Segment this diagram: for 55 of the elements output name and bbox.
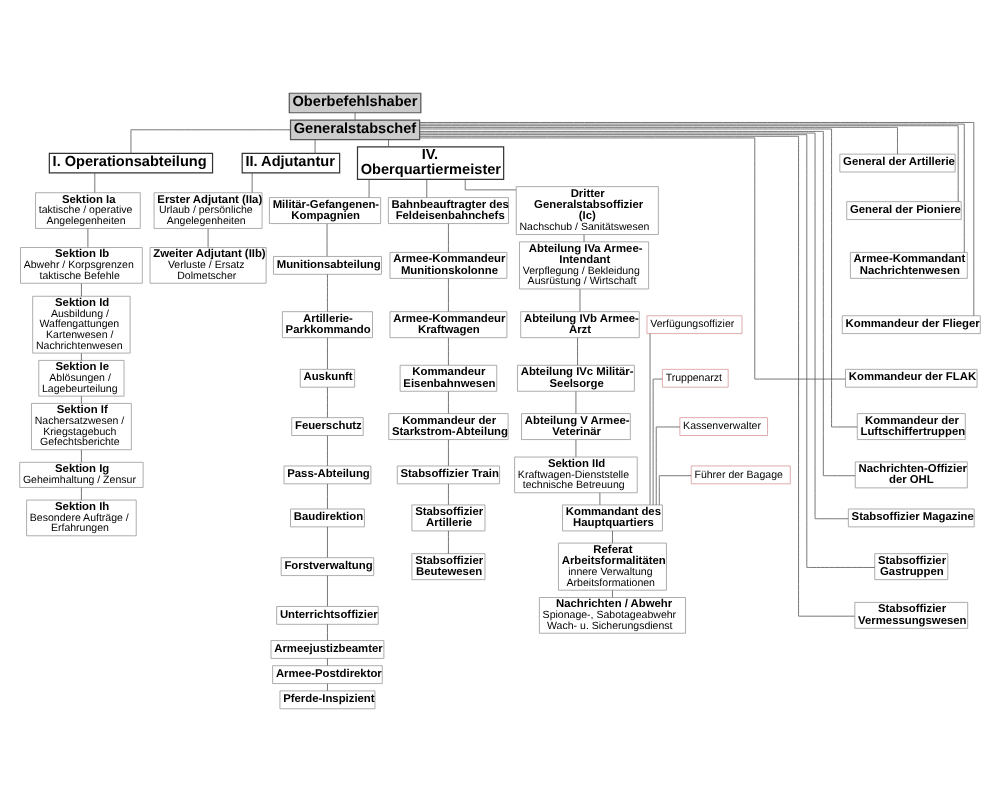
connector: [327, 683, 328, 692]
connector: [448, 483, 449, 506]
connector: [327, 435, 328, 467]
connector: [448, 337, 449, 366]
connector: [448, 278, 449, 312]
connector: [599, 492, 601, 506]
connector: [327, 526, 328, 558]
connector: [327, 623, 328, 641]
connector: [612, 530, 613, 544]
connector: [314, 139, 316, 154]
connector: [612, 590, 613, 598]
connector: [419, 137, 846, 380]
connector: [575, 391, 577, 414]
node-box: I. Operationsabteilung: [48, 152, 214, 174]
connector: [368, 179, 370, 198]
connector: [81, 395, 82, 404]
connector: [577, 337, 578, 366]
connector: [87, 228, 89, 248]
connector: [655, 426, 681, 506]
connector: [327, 274, 328, 312]
connector: [658, 475, 692, 506]
connector: [583, 234, 585, 243]
connector: [419, 126, 898, 155]
connector: [326, 223, 328, 257]
connector: [327, 575, 328, 607]
connector: [448, 391, 449, 414]
connector: [251, 172, 253, 193]
connector: [575, 439, 577, 458]
connector: [448, 530, 449, 554]
connector: [327, 483, 328, 510]
connector: [94, 172, 96, 193]
connector: [419, 122, 975, 317]
connector: [354, 112, 356, 121]
connector: [81, 449, 82, 463]
connector: [327, 337, 328, 370]
connector: [652, 378, 663, 506]
node-box: Generalstabschef: [289, 119, 421, 141]
connector: [448, 223, 449, 253]
connector: [207, 228, 209, 248]
connector: [419, 128, 858, 428]
connector: [130, 129, 291, 154]
connector: [327, 658, 328, 666]
connector: [81, 487, 82, 501]
connector: [448, 439, 449, 467]
connector: [464, 179, 517, 191]
connector: [388, 139, 389, 148]
node-box: Oberbefehlshaber: [288, 92, 422, 114]
connector: [81, 352, 82, 361]
connector: [81, 283, 82, 297]
node-box: IV. Oberquartiermeister: [356, 146, 505, 180]
connector: [579, 288, 581, 312]
node-box: II. Adjutantur: [241, 152, 341, 174]
connector: [649, 333, 651, 506]
connector: [426, 179, 428, 198]
connector: [327, 386, 328, 418]
